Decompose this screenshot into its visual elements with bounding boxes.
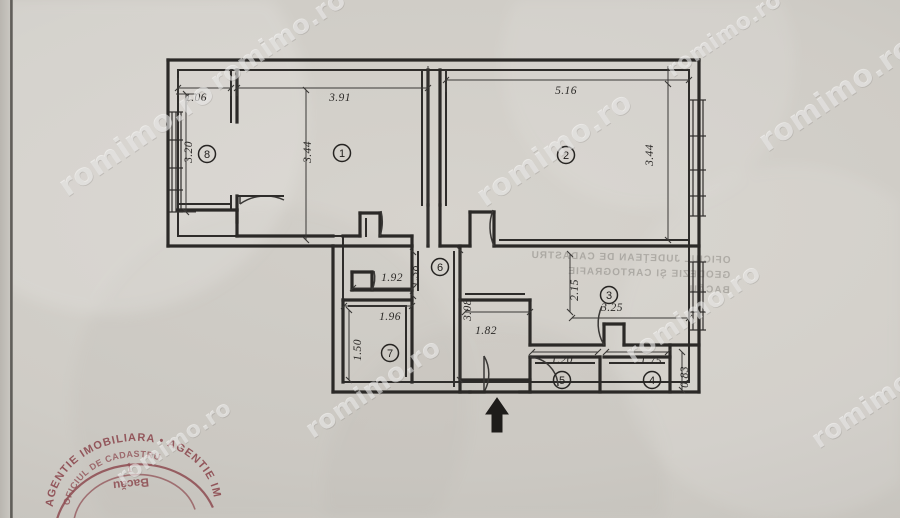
room-number-label: 6 — [437, 262, 443, 274]
dimension-label: 1.20 — [551, 354, 573, 366]
door-room-3 — [597, 305, 605, 346]
dimension-label: 3.44 — [644, 144, 656, 167]
dimension-label: 1.06 — [185, 92, 207, 104]
dimension-label: 3.25 — [600, 302, 623, 314]
dimension-label: 0.83 — [679, 366, 691, 388]
dimension-label: 1.96 — [379, 311, 401, 323]
room-number-label: 3 — [606, 290, 612, 302]
door-entrance — [483, 355, 490, 393]
dimension-label: 1.50 — [352, 339, 364, 361]
door-room-8 — [239, 195, 285, 205]
room-marker-8: 8 — [197, 144, 217, 164]
dimension-label: 2.15 — [569, 279, 581, 301]
dimension-labels: 1.06 3.91 5.16 3.20 3.44 3.44 1.38 1.92 1.96 3.08… — [183, 85, 691, 388]
dimension-label: 3.44 — [302, 141, 314, 164]
door-room-5 — [529, 356, 559, 387]
door-room-1 — [379, 210, 384, 237]
dimension-label: 5.16 — [555, 85, 577, 97]
paper-edge-line — [10, 0, 13, 518]
room-marker-5: 5 — [552, 370, 572, 390]
room-number-label: 2 — [563, 150, 569, 162]
room-marker-7: 7 — [380, 343, 400, 363]
room-number-label: 8 — [204, 149, 210, 161]
door-room-2 — [489, 209, 495, 247]
room-number-label: 4 — [649, 375, 655, 387]
room-marker-1: 1 — [332, 143, 352, 163]
room-number-label: 5 — [559, 375, 565, 387]
window-room-2 — [690, 99, 706, 217]
dimension-label: 1.38 — [409, 265, 421, 287]
room-marker-3: 3 — [599, 285, 619, 305]
paper-left-margin — [0, 0, 10, 518]
room-number-label: 1 — [339, 148, 345, 160]
room-number-label: 7 — [387, 348, 393, 360]
dimension-label: 3.20 — [183, 141, 195, 164]
dimension-label: 1.82 — [475, 325, 497, 337]
entrance-arrow-icon — [485, 397, 509, 433]
window-room-3 — [690, 261, 706, 331]
room-marker-2: 2 — [556, 145, 576, 165]
dimension-label: 3.08 — [462, 299, 474, 322]
room-marker-6: 6 — [430, 257, 450, 277]
dimension-label: 1.75 — [640, 355, 662, 367]
dimension-label: 3.91 — [328, 92, 351, 104]
room-number-markers: 1 2 3 4 5 6 7 8 — [197, 143, 662, 390]
dimension-label: 1.92 — [381, 272, 403, 284]
room-marker-4: 4 — [642, 370, 662, 390]
dimension-lines — [174, 66, 693, 394]
